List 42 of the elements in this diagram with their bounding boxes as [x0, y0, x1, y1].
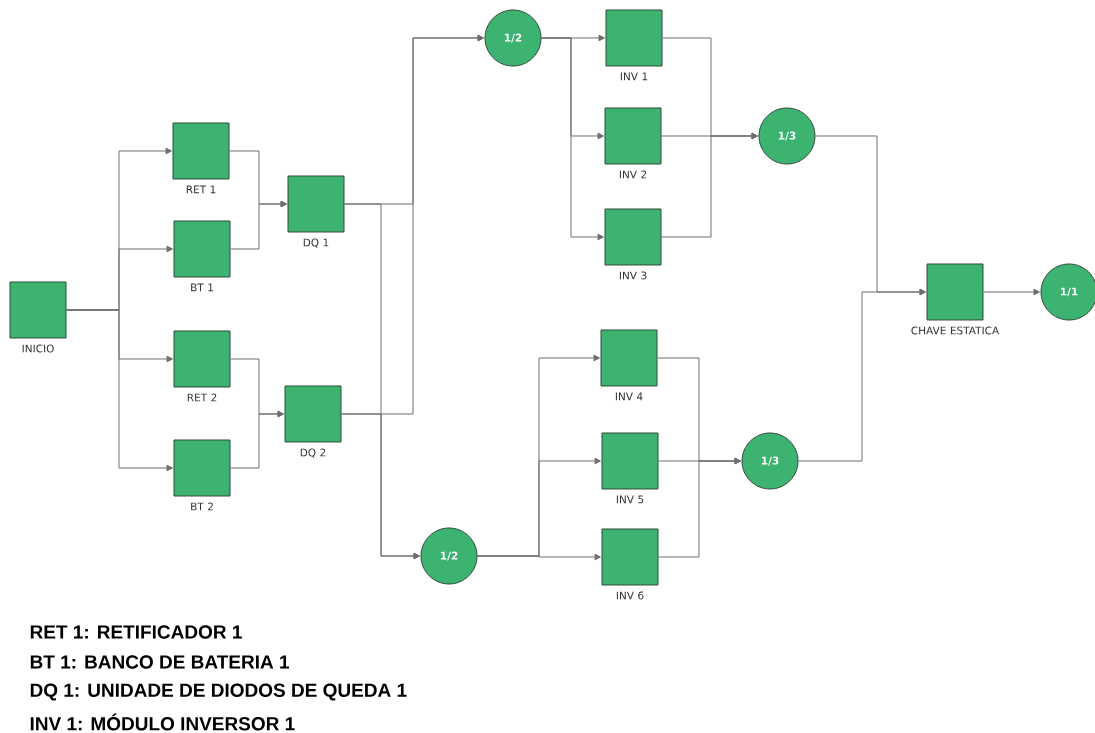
arrow [230, 410, 284, 469]
process-box: INV 3 [604, 208, 662, 280]
arrow [658, 457, 741, 558]
arrow [477, 553, 601, 561]
legend-note: BT 1: BANCO DE BATERIA 1 [30, 655, 289, 669]
process-box: DQ 1 [287, 175, 345, 248]
node-label: BT 2 [191, 502, 213, 511]
node-label: INV 5 [616, 495, 644, 504]
process-box: CHAVE ESTATICA [911, 263, 1000, 335]
node-label: INV 2 [619, 170, 647, 179]
node-label: INV 1 [620, 72, 648, 81]
node-label: INV 4 [615, 392, 643, 401]
legend-note: DQ 1: UNIDADE DE DIODOS DE QUEDA 1 [30, 683, 407, 701]
legend-note: RET 1: RETIFICADOR 1 [30, 625, 242, 639]
arrow [798, 288, 926, 462]
process-box: BT 2 [173, 439, 231, 511]
arrow [541, 37, 604, 241]
process-box: INV 5 [601, 432, 659, 504]
node-label: INICIO [22, 344, 54, 353]
node-label: DQ 1 [303, 238, 329, 248]
arrow [66, 309, 173, 472]
process-box: INV 4 [600, 329, 658, 401]
process-box: INV 1 [605, 9, 663, 81]
arrow [661, 132, 758, 238]
node-label: INV 3 [619, 271, 647, 280]
node-label: RET 2 [187, 393, 217, 402]
process-box: INV 6 [601, 528, 659, 600]
process-box: INV 2 [604, 107, 662, 179]
node-label: INV 6 [616, 591, 644, 600]
legend-note: INV 1: MÓDULO INVERSOR 1 [30, 713, 295, 731]
process-box: INICIO [9, 281, 67, 353]
arrow [341, 413, 420, 560]
arrow [230, 200, 287, 250]
arrow [983, 288, 1040, 296]
node-label: DQ 2 [300, 448, 326, 458]
process-box: BT 1 [173, 220, 231, 292]
process-box: DQ 2 [284, 385, 342, 458]
node-label: CHAVE ESTATICA [911, 326, 1000, 335]
process-box: RET 2 [173, 330, 231, 402]
process-box: RET 1 [172, 122, 230, 194]
node-label: BT 1 [191, 283, 213, 292]
node-label: RET 1 [186, 185, 216, 194]
